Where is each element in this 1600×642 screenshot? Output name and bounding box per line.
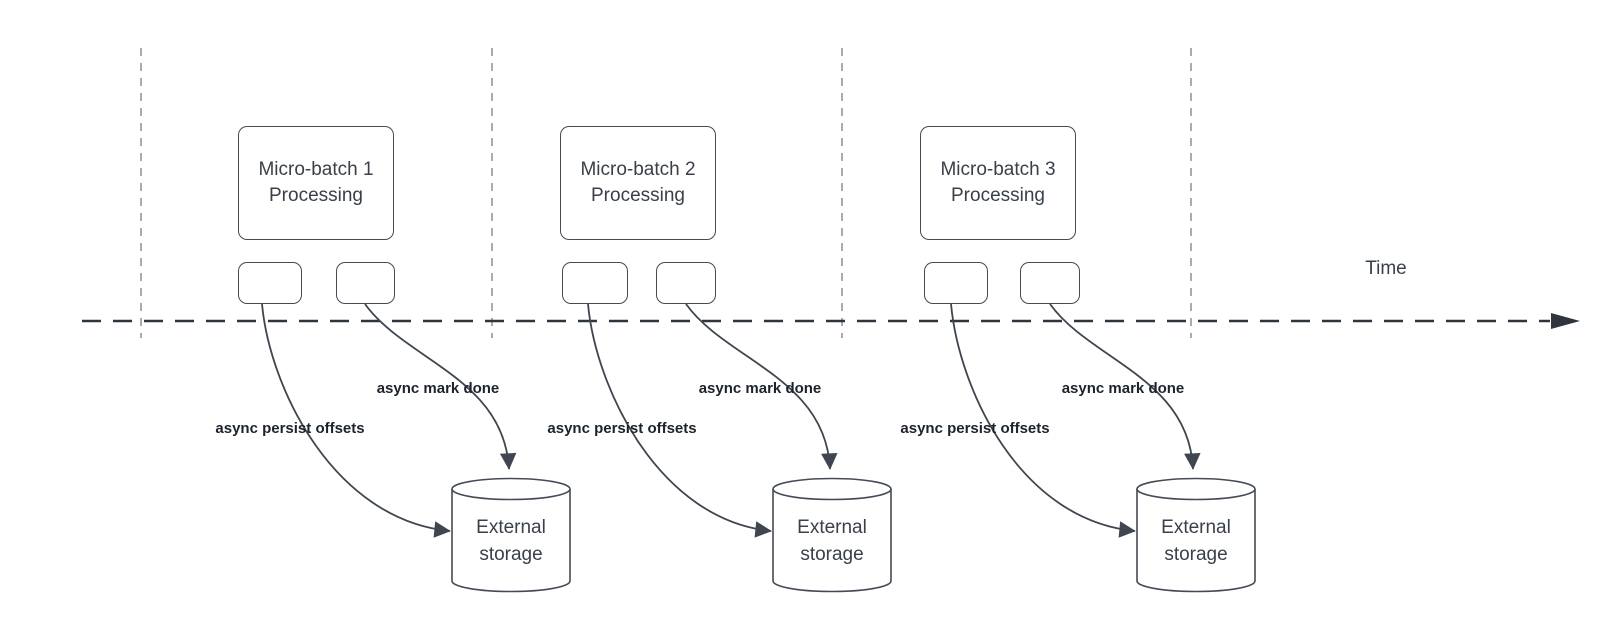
- mark-done-label-1: async mark done: [376, 380, 500, 397]
- external-storage-label-3: External storage: [1161, 517, 1231, 565]
- mark-done-label-2: async mark done: [698, 380, 822, 397]
- offset-commit-box-3a: [924, 262, 988, 304]
- micro-batch-3-box: Micro-batch 3 Processing: [920, 126, 1076, 240]
- time-axis-label: Time: [1365, 258, 1407, 279]
- mark-done-label-3: async mark done: [1061, 380, 1185, 397]
- offset-commit-box-2b: [656, 262, 716, 304]
- mark-done-curve-1: [364, 303, 517, 470]
- external-storage-label-1: External storage: [476, 517, 546, 565]
- micro-batch-1-box: Micro-batch 1 Processing: [238, 126, 394, 240]
- persist-offsets-label-1: async persist offsets: [215, 420, 365, 437]
- storage-cylinder-1: [451, 477, 571, 593]
- interval-gridlines: [140, 48, 1192, 338]
- offset-commit-box-2a: [562, 262, 628, 304]
- time-axis-arrow: [82, 313, 1580, 329]
- storage-cylinder-3: [1136, 477, 1256, 593]
- micro-batch-3-label: Micro-batch 3 Processing: [940, 159, 1056, 206]
- persist-offsets-label-2: async persist offsets: [547, 420, 697, 437]
- persist-offsets-curve-1: [261, 303, 451, 538]
- offset-commit-box-1a: [238, 262, 302, 304]
- storage-cylinder-2: [772, 477, 892, 593]
- persist-offsets-curve-3: [950, 303, 1136, 538]
- mark-done-curve-3: [1049, 303, 1201, 470]
- micro-batch-1-label: Micro-batch 1 Processing: [258, 159, 374, 206]
- time-axis-arrowhead: [1551, 313, 1580, 329]
- mark-done-curve-2: [685, 303, 838, 470]
- micro-batch-2-label: Micro-batch 2 Processing: [580, 159, 696, 206]
- external-storage-label-2: External storage: [797, 517, 867, 565]
- persist-offsets-label-3: async persist offsets: [900, 420, 1050, 437]
- micro-batch-2-box: Micro-batch 2 Processing: [560, 126, 716, 240]
- persist-offsets-curve-2: [587, 303, 772, 538]
- offset-commit-box-3b: [1020, 262, 1080, 304]
- offset-commit-box-1b: [336, 262, 395, 304]
